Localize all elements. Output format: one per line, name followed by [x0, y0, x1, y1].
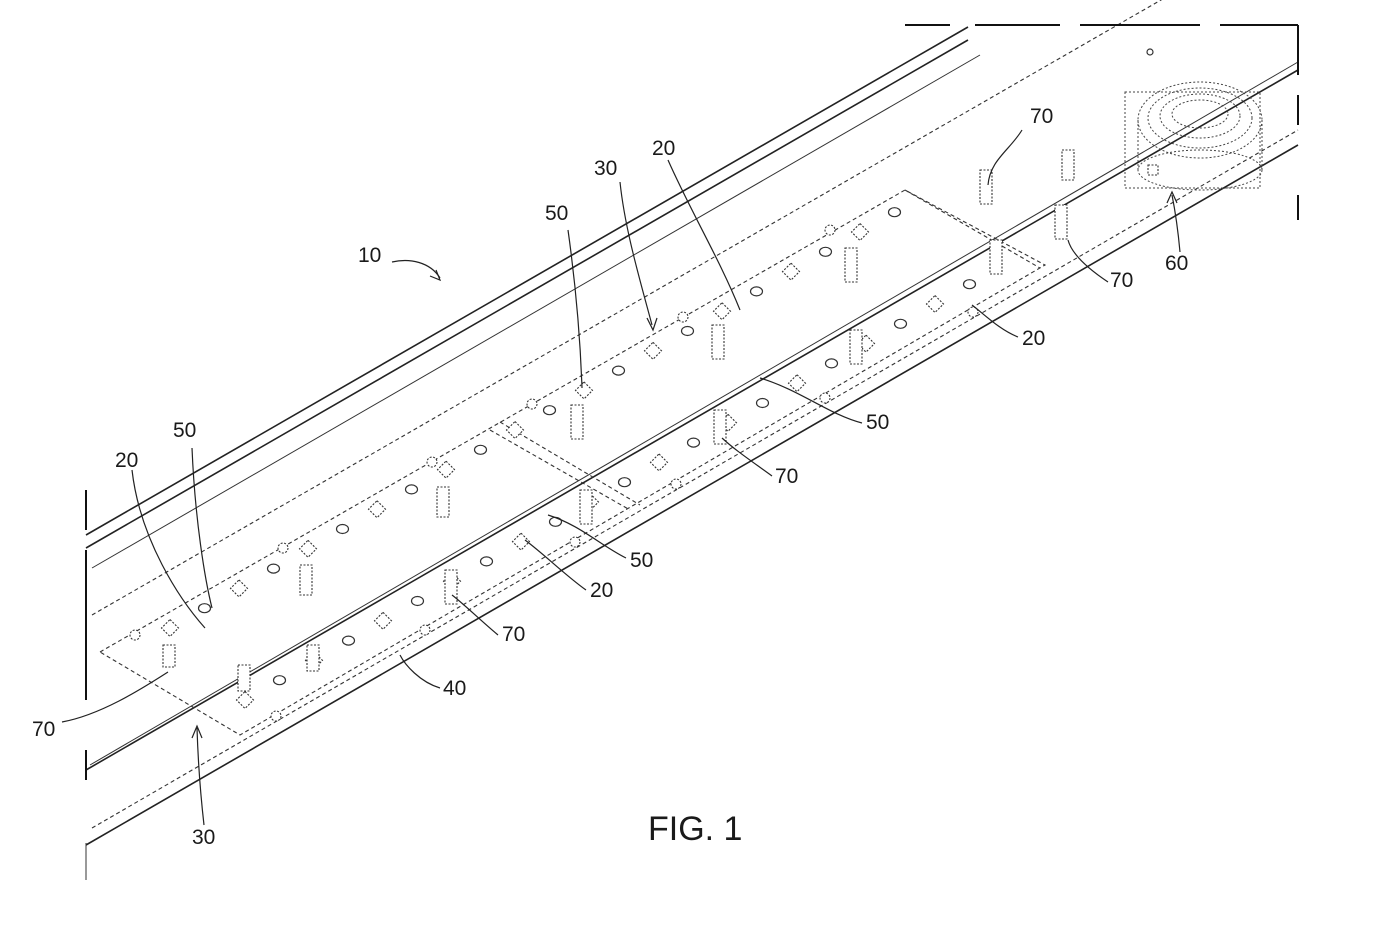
- mounting-hole: [688, 438, 700, 447]
- mounting-hole: [820, 247, 832, 256]
- ref-20-mid: 20: [590, 579, 613, 602]
- led-source: [300, 540, 317, 557]
- mounting-hole: [268, 564, 280, 573]
- screw: [420, 625, 430, 635]
- ref-50-mid: 50: [630, 549, 653, 572]
- screw: [271, 711, 281, 721]
- ref-30-bottom: 30: [192, 826, 215, 849]
- power-unit: [1125, 49, 1262, 190]
- ref-70-left: 70: [32, 718, 55, 741]
- connectors: [163, 150, 1074, 691]
- mounting-hole: [406, 485, 418, 494]
- led-source: [438, 461, 455, 478]
- ref-10: 10: [358, 244, 381, 267]
- break-lines: [86, 25, 1298, 780]
- ref-70-mid: 70: [775, 465, 798, 488]
- circuit-boards: [100, 190, 1045, 735]
- ref-40: 40: [443, 677, 466, 700]
- mounting-hole: [895, 319, 907, 328]
- ref-50-top: 50: [545, 202, 568, 225]
- led-source: [369, 501, 386, 518]
- mounting-hole: [274, 676, 286, 685]
- led-source: [927, 296, 944, 313]
- ref-20-left: 20: [115, 449, 138, 472]
- led-source: [162, 620, 179, 637]
- mounting-hole: [751, 287, 763, 296]
- mounting-hole: [544, 406, 556, 415]
- ref-70-low: 70: [502, 623, 525, 646]
- led-source: [231, 580, 248, 597]
- figure-caption: FIG. 1: [648, 810, 742, 848]
- mounting-hole: [682, 327, 694, 336]
- screw: [527, 399, 537, 409]
- led-source: [783, 263, 800, 280]
- led-array: [130, 208, 978, 721]
- led-source: [645, 342, 662, 359]
- led-source: [852, 224, 869, 241]
- mounting-hole: [481, 557, 493, 566]
- screw: [671, 479, 681, 489]
- mounting-hole: [199, 604, 211, 613]
- ref-50-right: 50: [866, 411, 889, 434]
- led-source: [237, 692, 254, 709]
- mounting-hole: [826, 359, 838, 368]
- ref-20-right: 20: [1022, 327, 1045, 350]
- ref-20-top: 20: [652, 137, 675, 160]
- led-source: [714, 303, 731, 320]
- ref-70-right: 70: [1110, 269, 1133, 292]
- mounting-hole: [619, 478, 631, 487]
- mounting-hole: [964, 280, 976, 289]
- screw: [570, 537, 580, 547]
- screw: [278, 543, 288, 553]
- led-source: [651, 454, 668, 471]
- screw: [678, 312, 688, 322]
- led-source: [507, 422, 524, 439]
- led-source: [576, 382, 593, 399]
- led-source: [375, 612, 392, 629]
- reference-numerals: 10 20 30 50 70 60 70 20 50 70 50 20 70 4…: [32, 105, 1188, 849]
- led-source: [789, 375, 806, 392]
- ref-50-left: 50: [173, 419, 196, 442]
- mounting-hole: [613, 366, 625, 375]
- screw: [427, 457, 437, 467]
- mounting-hole: [337, 525, 349, 534]
- mounting-hole: [889, 208, 901, 217]
- screw: [130, 630, 140, 640]
- mounting-hole: [412, 597, 424, 606]
- screw: [820, 393, 830, 403]
- mounting-hole: [475, 445, 487, 454]
- mounting-hole: [757, 399, 769, 408]
- ref-70-top: 70: [1030, 105, 1053, 128]
- ref-60: 60: [1165, 252, 1188, 275]
- ref-30-top: 30: [594, 157, 617, 180]
- screw: [825, 225, 835, 235]
- mounting-hole: [343, 636, 355, 645]
